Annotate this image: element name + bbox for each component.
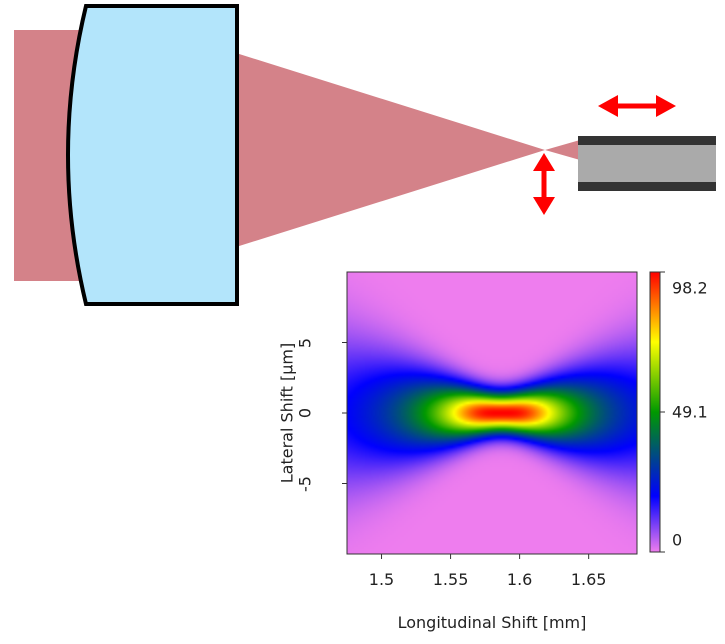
colorbar-tick-label: 98.2 bbox=[672, 278, 708, 298]
y-tick-label: -5 bbox=[295, 475, 315, 492]
x-axis-label: Longitudinal Shift [mm] bbox=[397, 613, 587, 632]
colorbar bbox=[649, 271, 665, 553]
y-tick-label: 0 bbox=[295, 407, 315, 419]
colorbar-tick-label: 49.1 bbox=[672, 402, 708, 422]
lens bbox=[66, 4, 239, 306]
colorbar-gradient bbox=[649, 271, 661, 553]
heatmap-plot bbox=[342, 271, 638, 559]
optical-fiber bbox=[578, 136, 716, 191]
x-tick-label: 1.5 bbox=[368, 570, 395, 589]
x-tick-label: 1.55 bbox=[432, 570, 469, 589]
diverging-beam bbox=[545, 140, 580, 160]
x-tick-label: 1.6 bbox=[506, 570, 533, 589]
y-axis-label: Lateral Shift [µm] bbox=[277, 342, 297, 484]
colorbar-ticks bbox=[660, 271, 665, 553]
y-tick-label: 5 bbox=[295, 337, 315, 348]
tick-marks bbox=[342, 342, 590, 559]
focused-beam-cone bbox=[236, 53, 545, 247]
lateral-shift-arrow bbox=[533, 153, 555, 215]
colorbar-tick-label: 0 bbox=[672, 530, 683, 550]
heatmap-field bbox=[347, 272, 637, 554]
longitudinal-shift-arrow bbox=[598, 95, 676, 117]
x-tick-label: 1.65 bbox=[570, 570, 607, 589]
